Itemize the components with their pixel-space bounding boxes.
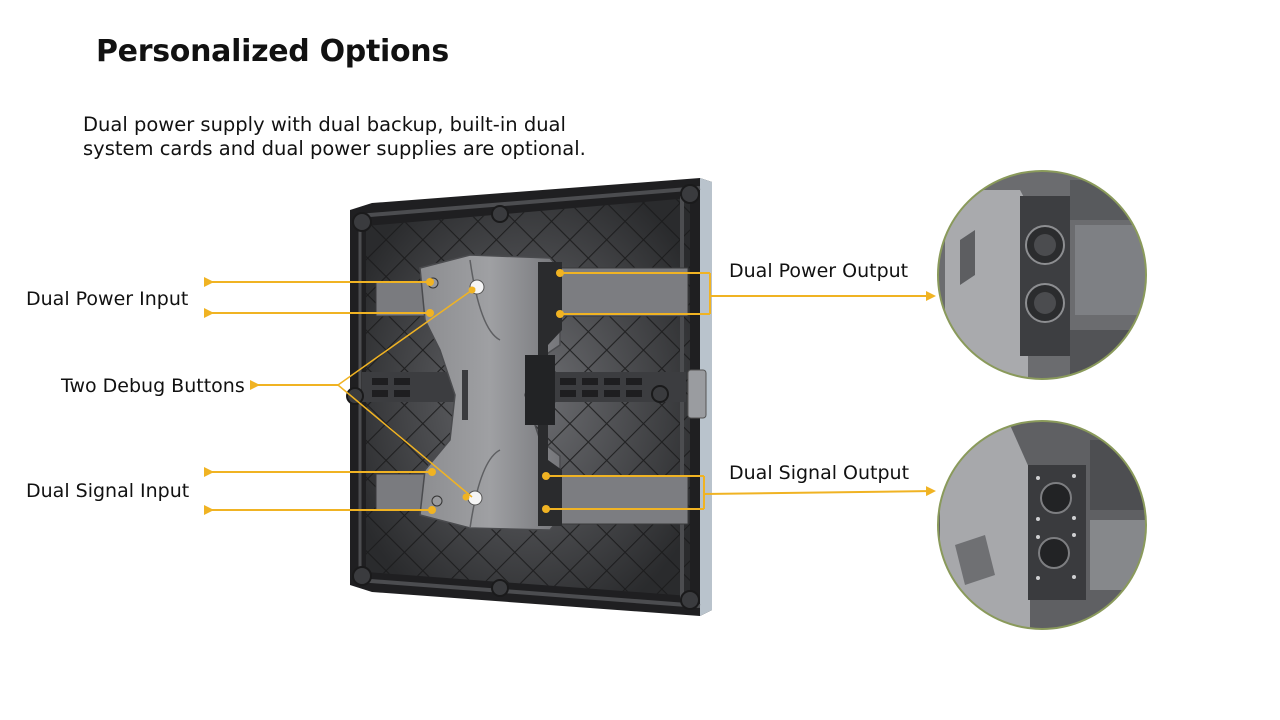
callout-lines <box>204 272 936 515</box>
description-line-2: system cards and dual power supplies are… <box>83 137 586 160</box>
label-two-debug-buttons: Two Debug Buttons <box>61 375 245 397</box>
label-dual-power-input: Dual Power Input <box>26 288 189 310</box>
slide-title: Personalized Options <box>96 34 449 69</box>
slide-description: Dual power supply with dual backup, buil… <box>83 113 643 161</box>
label-dual-power-output: Dual Power Output <box>729 260 909 282</box>
label-dual-signal-input: Dual Signal Input <box>26 480 190 502</box>
power-output-detail-image <box>937 170 1147 380</box>
callout-dots <box>426 269 564 514</box>
description-line-1: Dual power supply with dual backup, buil… <box>83 113 566 136</box>
signal-output-detail-image <box>937 420 1147 630</box>
label-dual-signal-output: Dual Signal Output <box>729 462 910 484</box>
cabinet-image <box>346 178 712 616</box>
